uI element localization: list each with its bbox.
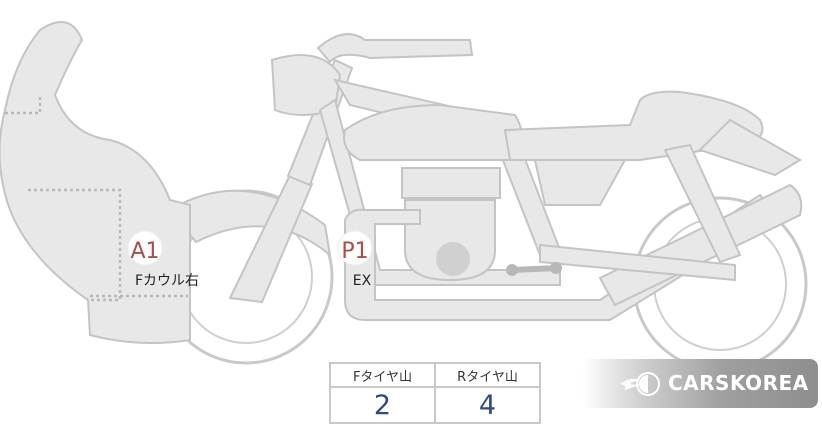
marker-p1-badge xyxy=(337,230,373,266)
marker-a1[interactable]: A1 Fカウル右 xyxy=(127,230,199,289)
side-cover xyxy=(533,159,627,206)
flame-logo-icon xyxy=(620,372,660,396)
marker-a1-code: A1 xyxy=(130,239,159,264)
frame-down xyxy=(318,98,561,286)
marker-a1-badge xyxy=(127,230,163,266)
rear-fender xyxy=(698,118,802,177)
marker-p1-label: EX xyxy=(353,273,372,289)
front-tire-header: Fタイヤ山 xyxy=(329,362,436,388)
rear-tire-value: 4 xyxy=(434,386,541,424)
engine-cover xyxy=(436,242,470,276)
rear-tire-header: Rタイヤ山 xyxy=(434,362,541,388)
front-tire-value: 2 xyxy=(329,386,436,424)
front-fork xyxy=(228,173,314,304)
headlight xyxy=(270,54,342,116)
engine-block xyxy=(404,199,496,282)
front-cowl xyxy=(0,21,191,345)
carskorea-logo: CARSKOREA xyxy=(582,359,818,408)
cowl-seam-mid xyxy=(28,188,122,302)
swingarm xyxy=(539,243,736,282)
marker-p1[interactable]: P1 EX xyxy=(337,230,373,289)
muffler xyxy=(598,183,803,307)
handlebar xyxy=(316,33,474,64)
rear-shock xyxy=(663,143,742,264)
logo-text: CARSKOREA xyxy=(668,371,809,395)
engine-head xyxy=(401,167,501,199)
marker-a1-label: Fカウル右 xyxy=(135,273,199,289)
fuel-tank xyxy=(343,103,524,161)
marker-p1-code: P1 xyxy=(341,239,368,264)
tire-tread-table: Fタイヤ山 Rタイヤ山 2 4 xyxy=(329,362,541,424)
